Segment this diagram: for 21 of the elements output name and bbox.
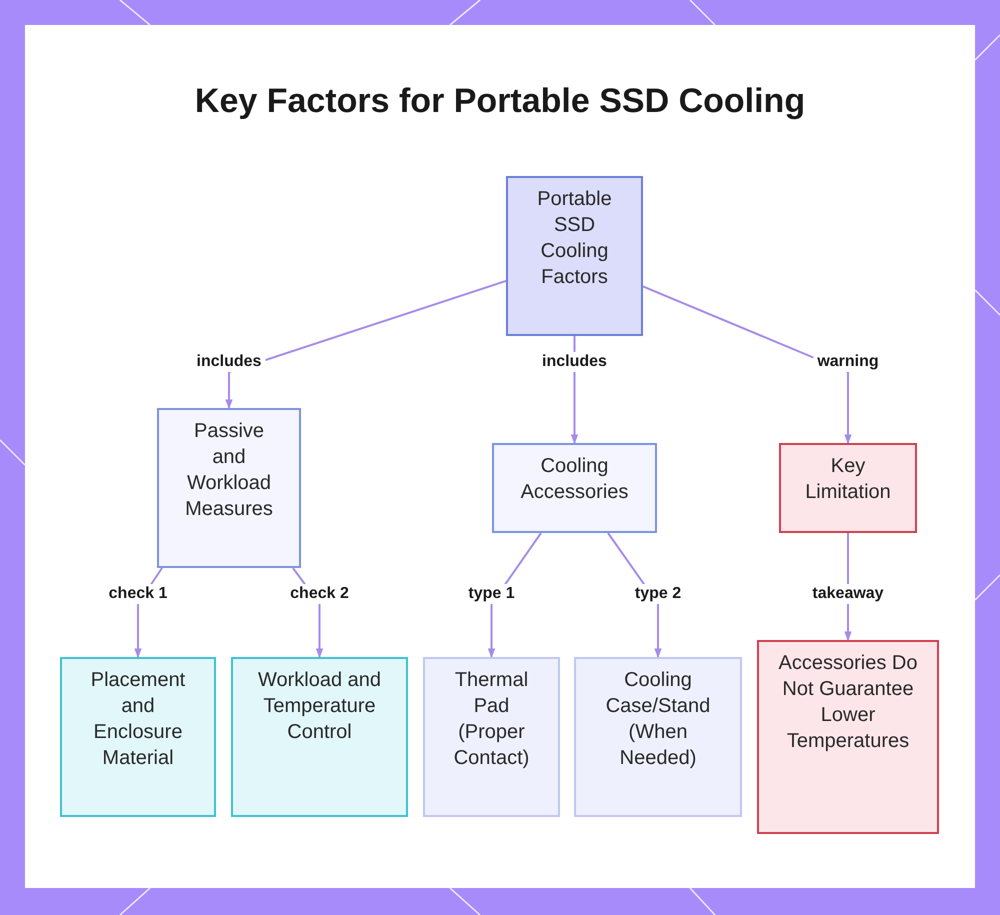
box-text: Passive and Workload Measures: [184, 419, 274, 522]
box-text: Cooling Accessories: [520, 454, 630, 505]
connector-line: [225, 280, 506, 410]
process-box: [60, 657, 216, 817]
box-text: Portable SSD Cooling Factors: [536, 187, 613, 290]
process-box: [779, 443, 917, 533]
diagram-title: Key Factors for Portable SSD Cooling: [194, 81, 806, 122]
box-text: Workload and Temperature Control: [256, 668, 382, 745]
process-box: [506, 176, 643, 336]
process-box: [423, 657, 560, 817]
process-box: [574, 657, 742, 817]
box-text: Accessories Do Not Guarantee Lower Temperatures: [778, 651, 918, 754]
box-text: Thermal Pad (Proper Contact): [452, 668, 530, 771]
process-box: [757, 640, 939, 834]
process-box: [492, 443, 657, 533]
process-box: [157, 408, 301, 568]
connector-line: [642, 285, 852, 444]
box-text: Placement and Enclosure Material: [90, 668, 186, 771]
box-text: Key Limitation: [804, 454, 892, 505]
box-text: Cooling Case/Stand (When Needed): [604, 668, 712, 771]
process-box: [231, 657, 408, 817]
